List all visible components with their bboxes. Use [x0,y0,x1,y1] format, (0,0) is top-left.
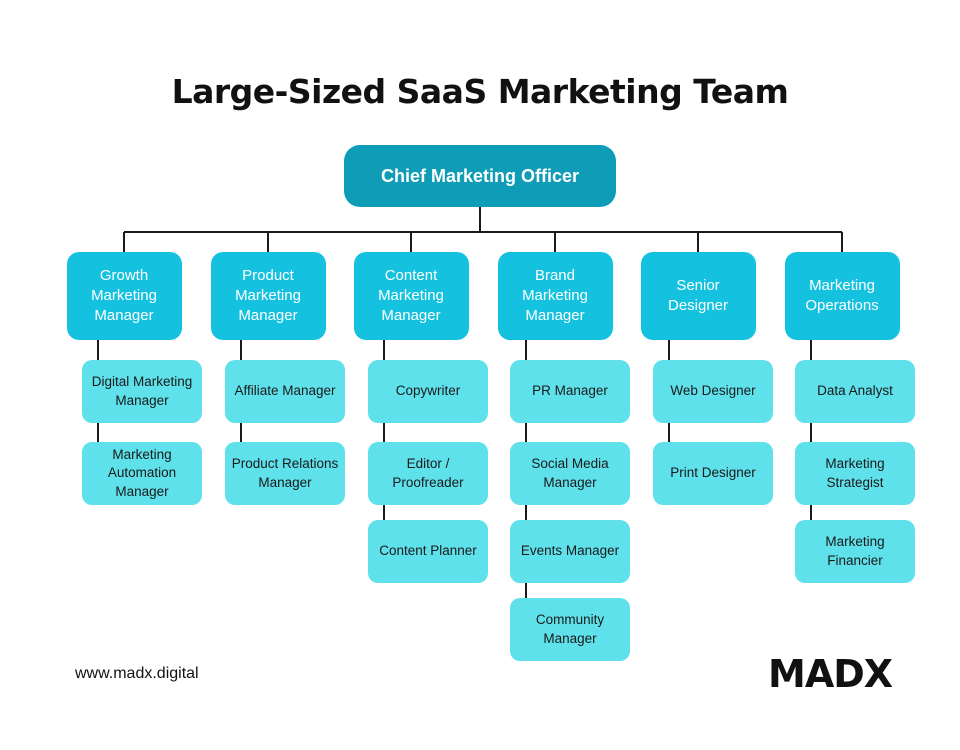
role-box: Product Relations Manager [225,442,345,505]
role-box: Marketing Financier [795,520,915,583]
role-box: Content Planner [368,520,488,583]
manager-box: Product Marketing Manager [210,252,326,340]
manager-box: Marketing Operations [784,252,900,340]
role-box: Marketing Automation Manager [82,442,202,505]
manager-box: Senior Designer [640,252,756,340]
role-box: Events Manager [510,520,630,583]
role-box: Digital Marketing Manager [82,360,202,423]
madx-logo: MADX [768,652,893,696]
footer-url: www.madx.digital [75,665,199,682]
role-box: Marketing Strategist [795,442,915,505]
role-box: Data Analyst [795,360,915,423]
role-box: Community Manager [510,598,630,661]
role-box: PR Manager [510,360,630,423]
chart-title: Large-Sized SaaS Marketing Team [171,72,789,111]
role-box: Copywriter [368,360,488,423]
manager-box: Content Marketing Manager [353,252,469,340]
role-box: Print Designer [653,442,773,505]
role-box: Social Media Manager [510,442,630,505]
role-box: Affiliate Manager [225,360,345,423]
role-box: Web Designer [653,360,773,423]
manager-box: Brand Marketing Manager [497,252,613,340]
manager-box: Growth Marketing Manager [66,252,182,340]
chief-marketing-officer-box: Chief Marketing Officer [344,145,616,207]
role-box: Editor / Proofreader [368,442,488,505]
